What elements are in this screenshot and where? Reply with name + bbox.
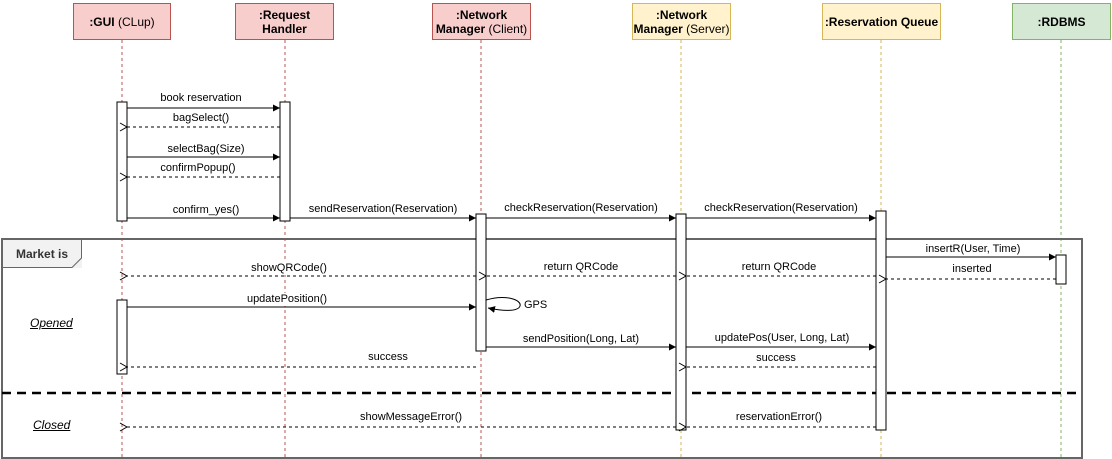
participant-qualifier-line2: (Client) — [485, 21, 528, 36]
participant-label: :GUI (CLup) — [89, 15, 154, 29]
participant-label-line2: Manager (Server) — [633, 22, 729, 36]
message-label: sendReservation(Reservation) — [307, 203, 459, 216]
participant-name: :GUI — [89, 14, 115, 29]
participant-gui: :GUI (CLup) — [73, 3, 171, 40]
fragment-tab-shape — [2, 239, 82, 268]
message-label: inserted — [951, 263, 993, 276]
message-label: checkReservation(Reservation) — [703, 202, 859, 215]
activation-bar — [116, 299, 128, 375]
participant-label-line2: Handler — [262, 22, 307, 36]
participant-name: :Network — [655, 7, 708, 22]
message-label: success — [367, 351, 409, 364]
message-label: book reservation — [159, 92, 243, 105]
participant-label: :Request — [259, 8, 310, 22]
participant-name: :Request — [258, 7, 311, 22]
guard-opened: Opened — [30, 316, 73, 330]
message-label: updatePos(User, Long, Lat) — [713, 332, 851, 345]
participant-label: :Network — [656, 8, 707, 22]
participant-name: :RDBMS — [1037, 14, 1086, 29]
message-label: reservationError() — [734, 411, 824, 424]
message-label: confirmPopup() — [159, 162, 237, 175]
activation-bar — [116, 101, 128, 222]
participant-qualifier-line2: (Server) — [682, 21, 730, 36]
activation-bar — [675, 213, 687, 431]
message-label: insertR(User, Time) — [924, 243, 1022, 256]
activation-bar — [1055, 254, 1067, 285]
participant-qualifier: (CLup) — [114, 14, 155, 29]
message-label: return QRCode — [740, 261, 818, 274]
message-label: checkReservation(Reservation) — [503, 202, 659, 215]
participant-name-line2: Manager — [633, 21, 683, 36]
message-label: confirm_yes() — [171, 204, 241, 217]
participant-rdbms: :RDBMS — [1012, 3, 1111, 40]
message-label: showMessageError() — [358, 411, 464, 424]
message-label: updatePosition() — [245, 293, 329, 306]
fragment-title-tab: Market is — [2, 239, 82, 268]
message-arrow — [485, 297, 521, 313]
activation-bar — [279, 101, 291, 222]
guard-closed: Closed — [33, 418, 71, 432]
message-label: return QRCode — [542, 261, 620, 274]
participant-reservation-queue: :Reservation Queue — [822, 3, 941, 40]
message-label: showQRCode() — [250, 262, 328, 275]
message-label: selectBag(Size) — [166, 143, 246, 156]
fragment-title: Market is — [16, 247, 69, 261]
activation-bar — [475, 213, 487, 352]
message-label: bagSelect() — [171, 112, 231, 125]
message-label: sendPosition(Long, Lat) — [521, 333, 641, 346]
message-label: success — [755, 352, 797, 365]
message-label: GPS — [524, 299, 548, 311]
participant-label-line2: Manager (Client) — [436, 22, 527, 36]
participant-label: :RDBMS — [1038, 15, 1086, 29]
participant-name-line2: Manager — [435, 21, 486, 36]
activation-bar — [875, 210, 887, 431]
participant-name-line2: Handler — [262, 21, 307, 36]
fragment-frame — [1, 238, 1083, 459]
participant-name: :Reservation Queue — [824, 14, 939, 29]
participant-name: :Network — [455, 7, 508, 22]
participant-label: :Reservation Queue — [825, 15, 938, 29]
participant-label: :Network — [456, 8, 507, 22]
